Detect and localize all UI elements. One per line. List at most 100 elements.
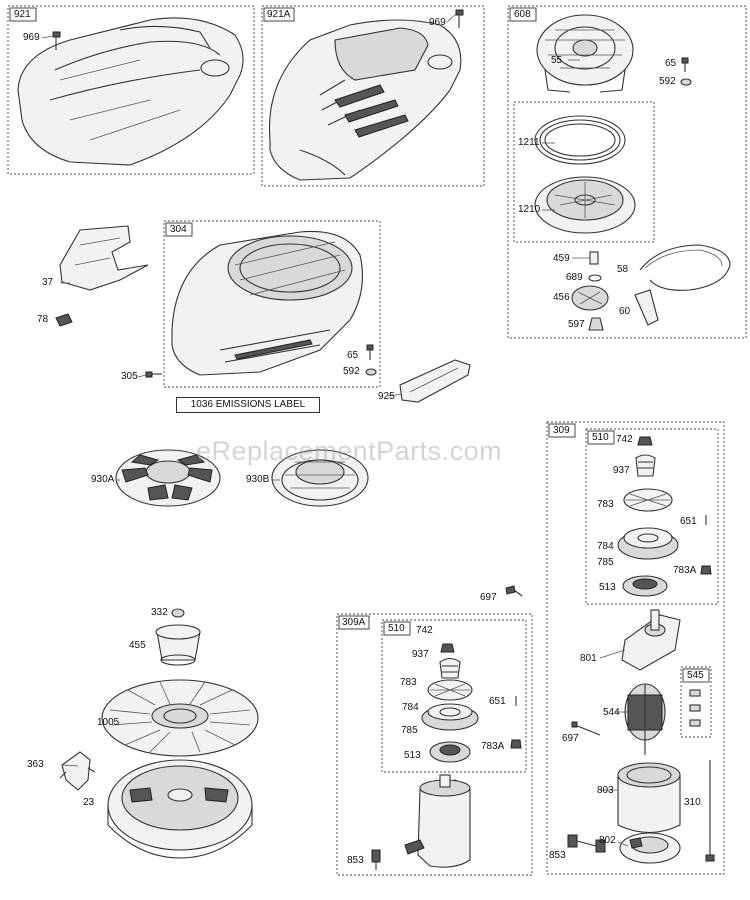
tag-510-bottom[interactable]: 510 — [388, 623, 405, 634]
rope-58-drawing — [639, 244, 731, 291]
cup-455-drawing — [155, 624, 201, 666]
group-box-510-top — [585, 428, 719, 605]
label-544[interactable]: 544 — [603, 707, 620, 718]
nut-332-drawing — [171, 608, 185, 618]
armature-363-drawing — [59, 751, 96, 791]
armature-544-drawing — [624, 683, 666, 755]
label-513-top[interactable]: 513 — [599, 582, 616, 593]
label-1211[interactable]: 1211 — [518, 137, 540, 148]
label-783-bottom[interactable]: 783 — [400, 677, 417, 688]
screw-969-left-drawing — [52, 31, 61, 50]
label-742-top[interactable]: 742 — [616, 434, 633, 445]
screw-697-mid-drawing — [505, 585, 523, 597]
tag-510-top[interactable]: 510 — [592, 432, 609, 443]
label-455[interactable]: 455 — [129, 640, 146, 651]
label-363[interactable]: 363 — [27, 759, 44, 770]
label-784-bottom[interactable]: 784 — [402, 702, 419, 713]
label-651-bottom[interactable]: 651 — [489, 696, 506, 707]
label-925[interactable]: 925 — [378, 391, 395, 402]
rewind-starter-55-drawing — [536, 14, 634, 93]
baffle-37-drawing — [59, 225, 149, 291]
label-592-top[interactable]: 592 — [659, 76, 676, 87]
tag-box-309a — [338, 615, 370, 630]
end-cap-801-drawing — [621, 609, 681, 671]
label-853-left[interactable]: 853 — [347, 855, 364, 866]
blower-housing-304-drawing — [171, 230, 363, 376]
pulley-1210-drawing — [534, 176, 636, 234]
tag-309[interactable]: 309 — [553, 425, 570, 436]
label-785-top[interactable]: 785 — [597, 557, 614, 568]
dog-456-drawing — [571, 285, 609, 311]
tag-545[interactable]: 545 — [687, 670, 704, 681]
tag-box-304 — [165, 222, 193, 237]
label-37[interactable]: 37 — [42, 277, 54, 288]
label-801[interactable]: 801 — [580, 653, 597, 664]
label-456[interactable]: 456 — [553, 292, 570, 303]
flywheel-23-drawing — [107, 759, 253, 859]
label-305[interactable]: 305 — [121, 371, 138, 382]
label-65-top[interactable]: 65 — [665, 58, 677, 69]
label-697-mid[interactable]: 697 — [480, 592, 497, 603]
label-1210[interactable]: 1210 — [518, 204, 541, 215]
label-58[interactable]: 58 — [617, 264, 629, 275]
handle-60-drawing — [634, 289, 659, 326]
tag-box-608 — [509, 7, 537, 22]
label-930a[interactable]: 930A — [91, 474, 115, 485]
label-853-right[interactable]: 853 — [549, 850, 566, 861]
tag-box-921 — [9, 7, 37, 22]
emissions-label[interactable]: 1036 EMISSIONS LABEL — [176, 397, 320, 413]
label-513-bottom[interactable]: 513 — [404, 750, 421, 761]
label-23[interactable]: 23 — [83, 797, 95, 808]
group-box-921 — [7, 5, 255, 175]
tag-921[interactable]: 921 — [14, 9, 31, 20]
screen-930a-drawing — [115, 449, 221, 507]
label-651-top[interactable]: 651 — [680, 516, 697, 527]
label-803[interactable]: 803 — [597, 785, 614, 796]
label-1005[interactable]: 1005 — [97, 717, 120, 728]
screw-305-drawing — [145, 371, 162, 378]
label-930b[interactable]: 930B — [246, 474, 270, 485]
label-65-mid[interactable]: 65 — [347, 350, 359, 361]
label-689[interactable]: 689 — [566, 272, 583, 283]
group-box-510-bottom — [381, 619, 527, 773]
label-783-top[interactable]: 783 — [597, 499, 614, 510]
label-459[interactable]: 459 — [553, 253, 570, 264]
tag-921a[interactable]: 921A — [267, 9, 291, 20]
connector-853-left-drawing — [371, 849, 381, 870]
label-969-right[interactable]: 969 — [429, 17, 446, 28]
blower-housing-921a-drawing — [268, 19, 462, 181]
tag-309a[interactable]: 309A — [342, 617, 366, 628]
label-969-left[interactable]: 969 — [23, 32, 40, 43]
group-box-304 — [163, 220, 381, 388]
group-box-309 — [546, 421, 725, 875]
label-742-bottom[interactable]: 742 — [416, 625, 433, 636]
label-783a-top[interactable]: 783A — [673, 565, 697, 576]
housing-803-drawing — [617, 762, 681, 833]
tag-box-309 — [548, 423, 576, 438]
screws-65-592-top-drawing — [680, 57, 692, 86]
label-802[interactable]: 802 — [599, 835, 616, 846]
label-697-right[interactable]: 697 — [562, 733, 579, 744]
label-592-mid[interactable]: 592 — [343, 366, 360, 377]
connector-853-right-drawing — [567, 834, 606, 853]
label-332[interactable]: 332 — [151, 607, 168, 618]
label-60[interactable]: 60 — [619, 306, 631, 317]
label-783a-bottom[interactable]: 783A — [481, 741, 505, 752]
wire-697-right-drawing — [571, 721, 601, 736]
label-937-top[interactable]: 937 — [613, 465, 630, 476]
group-box-545 — [680, 666, 712, 738]
label-937-bottom[interactable]: 937 — [412, 649, 429, 660]
label-597[interactable]: 597 — [568, 319, 585, 330]
label-785-bottom[interactable]: 785 — [401, 725, 418, 736]
label-55[interactable]: 55 — [551, 55, 563, 66]
tag-box-921a — [263, 7, 295, 22]
spring-1211-drawing — [534, 115, 626, 165]
leader-lines — [41, 13, 629, 847]
tag-608[interactable]: 608 — [514, 9, 531, 20]
label-310[interactable]: 310 — [684, 797, 701, 808]
tag-box-510-top — [587, 430, 615, 445]
tag-304[interactable]: 304 — [170, 224, 187, 235]
label-78[interactable]: 78 — [37, 314, 49, 325]
label-784-top[interactable]: 784 — [597, 541, 614, 552]
